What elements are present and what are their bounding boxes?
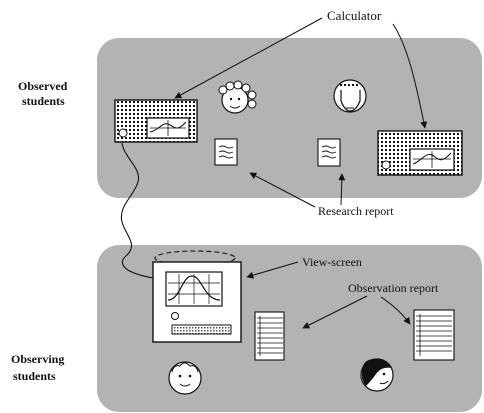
calculator-arrow — [174, 17, 323, 99]
research-report-icon — [214, 138, 238, 166]
research-report-label: Research report — [318, 204, 394, 218]
student-face-icon — [218, 80, 257, 114]
research-report-icon — [317, 138, 341, 167]
observation-report-icon — [413, 309, 455, 361]
observation-report-label: Observation report — [348, 281, 439, 295]
student-face-icon — [333, 79, 367, 113]
view-screen-icon — [152, 250, 242, 343]
research-report-arrow — [338, 173, 346, 206]
student-face-icon — [168, 361, 202, 395]
calculator-label: Calculator — [327, 8, 382, 23]
student-face-icon — [360, 358, 394, 392]
view-screen-label: View-screen — [302, 255, 362, 269]
observation-report-arrow — [380, 296, 411, 325]
view-screen-arrow — [246, 261, 299, 279]
calculator-arrow — [392, 23, 428, 129]
connection-cable — [120, 142, 154, 279]
research-report-arrow — [249, 172, 316, 208]
observed-students-label: Observed students — [18, 79, 70, 108]
calculator-icon — [377, 130, 463, 176]
calculator-icon — [114, 99, 198, 143]
observation-report-icon — [254, 311, 285, 361]
observing-students-label: Observing students — [11, 352, 67, 383]
observation-report-arrow — [302, 295, 368, 329]
